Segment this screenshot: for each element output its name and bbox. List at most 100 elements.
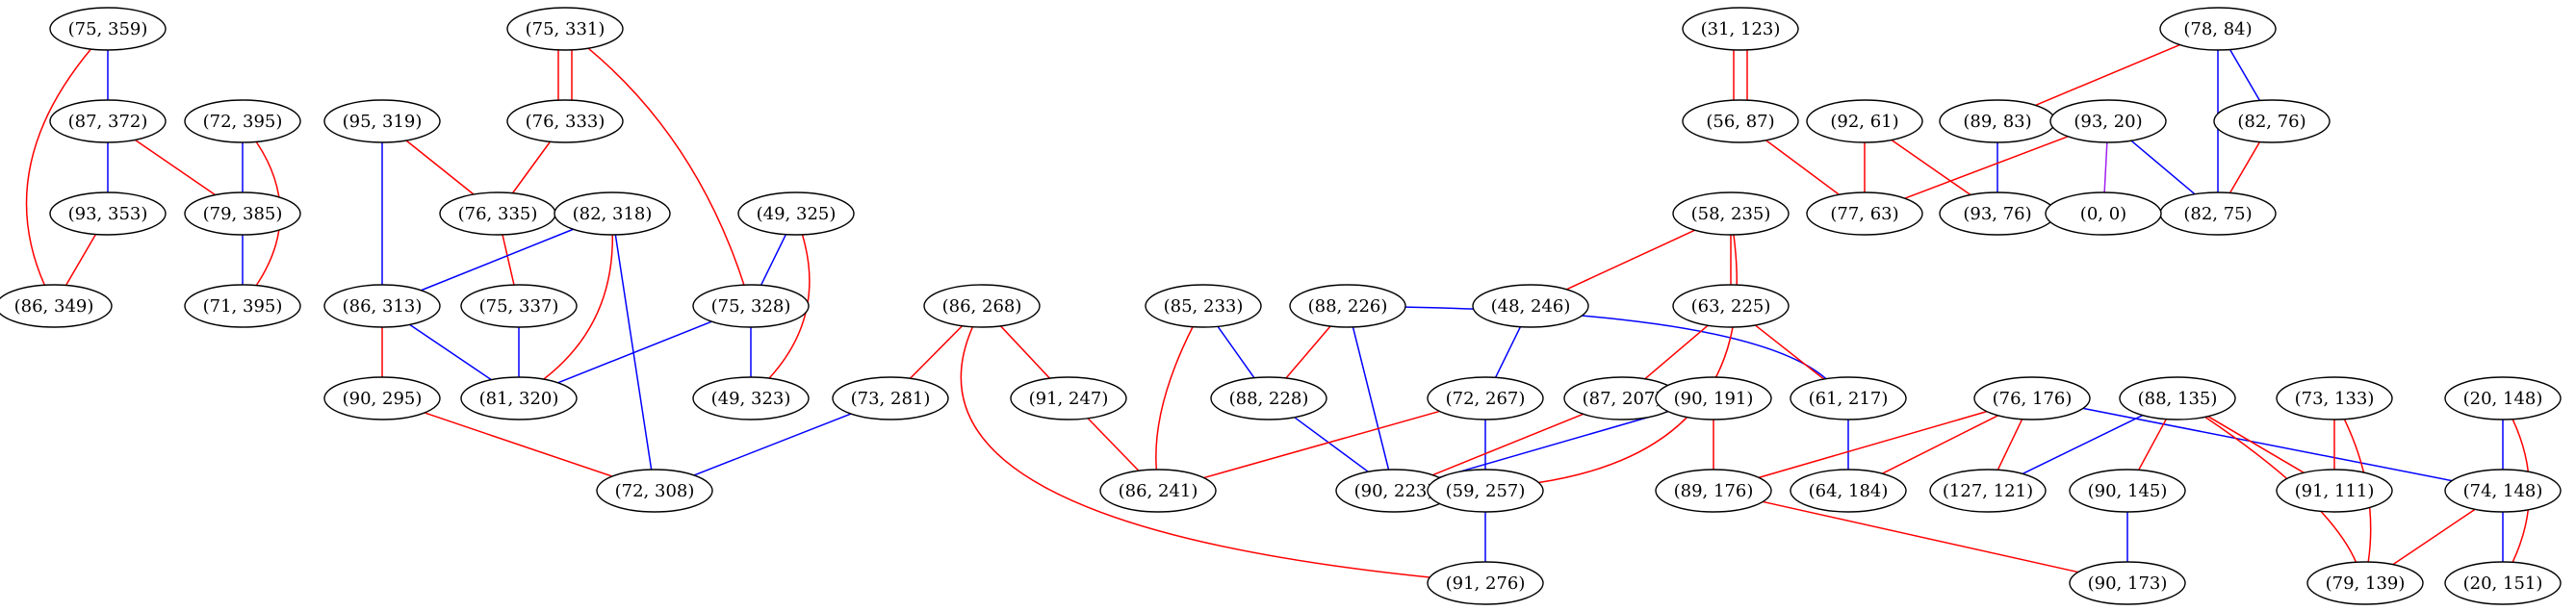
node-ellipse bbox=[1655, 469, 1772, 513]
node-label: (77, 63) bbox=[1830, 204, 1898, 224]
node-label: (73, 133) bbox=[2295, 389, 2375, 409]
edge-n91_247-n86_241 bbox=[1087, 418, 1140, 471]
graph-node: (63, 225) bbox=[1672, 284, 1790, 328]
node-label: (73, 281) bbox=[851, 389, 931, 409]
edge-n88_226-n90_223 bbox=[1352, 326, 1390, 471]
node-ellipse bbox=[460, 284, 578, 328]
node-ellipse bbox=[1973, 376, 2091, 420]
graph-node: (93, 353) bbox=[49, 191, 167, 236]
node-label: (90, 145) bbox=[2088, 481, 2168, 501]
node-ellipse bbox=[832, 376, 949, 420]
graph-node: (82, 76) bbox=[2213, 99, 2331, 143]
node-layer: (75, 359) (87, 372) (93, 353) (86, 349) (72,… bbox=[0, 7, 2562, 605]
node-label: (63, 225) bbox=[1691, 296, 1771, 317]
node-label: (75, 337) bbox=[479, 296, 559, 317]
edge-n56_87-n77_63 bbox=[1765, 140, 1840, 195]
edge-n87_207-n90_223 bbox=[1431, 413, 1584, 476]
node-label: (71, 395) bbox=[203, 296, 283, 317]
edge-n93_20-n0_0 bbox=[2103, 141, 2108, 193]
node-label: (87, 372) bbox=[68, 112, 148, 132]
graph-node: (76, 176) bbox=[1973, 376, 2091, 420]
node-ellipse bbox=[1472, 284, 1589, 328]
node-label: (75, 331) bbox=[526, 19, 605, 39]
node-ellipse bbox=[2069, 561, 2186, 605]
edge-n88_228-n90_223 bbox=[1294, 417, 1369, 472]
node-ellipse bbox=[49, 7, 167, 51]
node-label: (59, 257) bbox=[1446, 481, 1526, 501]
node-ellipse bbox=[2069, 469, 2186, 513]
node-label: (75, 359) bbox=[68, 19, 148, 39]
graph-node: (87, 372) bbox=[49, 99, 167, 143]
node-label: (90, 223) bbox=[1354, 481, 1434, 501]
graph-node: (72, 267) bbox=[1427, 376, 1544, 420]
node-label: (76, 333) bbox=[526, 112, 605, 132]
node-label: (86, 313) bbox=[343, 296, 423, 317]
graph-node: (76, 333) bbox=[506, 99, 624, 143]
edge-n48_246-n72_267 bbox=[1494, 326, 1522, 378]
node-label: (0, 0) bbox=[2080, 204, 2126, 224]
edge-n87_372-n79_385 bbox=[134, 139, 217, 196]
graph-node: (90, 191) bbox=[1655, 376, 1772, 420]
node-label: (75, 328) bbox=[711, 296, 791, 317]
node-label: (49, 323) bbox=[711, 389, 791, 409]
node-ellipse bbox=[1806, 99, 1923, 143]
node-label: (91, 111) bbox=[2295, 481, 2375, 501]
graph-node: (127, 121) bbox=[1929, 469, 2047, 513]
graph-node: (56, 87) bbox=[1682, 99, 1799, 143]
node-ellipse bbox=[184, 191, 301, 236]
graph-node: (89, 176) bbox=[1655, 469, 1772, 513]
node-label: (89, 83) bbox=[1963, 112, 2031, 132]
node-ellipse bbox=[1929, 469, 2047, 513]
graph-node: (82, 318) bbox=[554, 191, 671, 236]
node-label: (88, 228) bbox=[1229, 389, 1309, 409]
graph-node: (81, 320) bbox=[460, 376, 578, 420]
node-label: (93, 353) bbox=[68, 204, 148, 224]
node-ellipse bbox=[2049, 99, 2167, 143]
graph-node: (88, 226) bbox=[1289, 284, 1406, 328]
node-ellipse bbox=[1682, 99, 1799, 143]
node-ellipse bbox=[506, 99, 624, 143]
node-ellipse bbox=[2444, 376, 2562, 420]
node-label: (72, 267) bbox=[1446, 389, 1526, 409]
node-ellipse bbox=[460, 376, 578, 420]
node-ellipse bbox=[1010, 376, 1127, 420]
node-label: (78, 84) bbox=[2183, 19, 2252, 39]
node-ellipse bbox=[1427, 561, 1544, 605]
node-label: (82, 318) bbox=[573, 204, 653, 224]
graph-node: (75, 337) bbox=[460, 284, 578, 328]
node-label: (56, 87) bbox=[1706, 112, 1774, 132]
edge-n58_235-n48_246 bbox=[1566, 229, 1695, 291]
node-ellipse bbox=[2444, 469, 2562, 513]
node-label: (88, 135) bbox=[2138, 389, 2218, 409]
edge-n75_331-n75_328 bbox=[587, 47, 745, 286]
node-ellipse bbox=[184, 99, 301, 143]
node-ellipse bbox=[1099, 469, 1217, 513]
edge-n76_176-n74_148 bbox=[2082, 407, 2453, 482]
node-ellipse bbox=[737, 191, 855, 236]
node-label: (86, 349) bbox=[14, 296, 94, 317]
edge-n49_325-n75_328 bbox=[760, 234, 787, 286]
node-label: (89, 176) bbox=[1674, 481, 1754, 501]
node-label: (95, 319) bbox=[343, 112, 423, 132]
node-ellipse bbox=[1145, 284, 1262, 328]
node-ellipse bbox=[2276, 469, 2393, 513]
node-ellipse bbox=[1289, 284, 1406, 328]
graph-node: (20, 148) bbox=[2444, 376, 2562, 420]
edge-n76_176-n89_176 bbox=[1758, 410, 1988, 479]
node-ellipse bbox=[1210, 376, 1327, 420]
node-label: (79, 385) bbox=[203, 204, 283, 224]
edge-n74_148-n79_139 bbox=[2392, 508, 2476, 566]
edge-n86_313-n81_320 bbox=[409, 323, 492, 381]
graph-node: (75, 359) bbox=[49, 7, 167, 51]
edge-n88_226-n88_228 bbox=[1285, 325, 1331, 379]
edge-n78_84-n89_83 bbox=[2035, 43, 2180, 107]
node-ellipse bbox=[1806, 191, 1923, 236]
edge-n63_225-n61_217 bbox=[1754, 324, 1825, 380]
node-label: (86, 241) bbox=[1119, 481, 1198, 501]
edge-n93_20-n82_75 bbox=[2130, 140, 2196, 195]
edge-n82_318-n81_320 bbox=[543, 234, 614, 380]
node-ellipse bbox=[692, 376, 810, 420]
graph-node: (79, 385) bbox=[184, 191, 301, 236]
node-ellipse bbox=[1672, 284, 1790, 328]
graph-node: (88, 135) bbox=[2119, 376, 2236, 420]
